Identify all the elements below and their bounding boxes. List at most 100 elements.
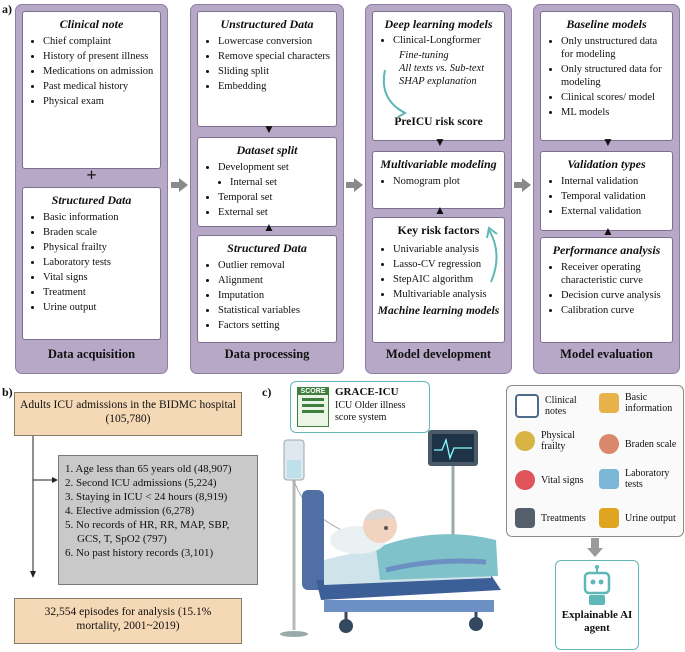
list-item: Calibration curve [561, 304, 672, 317]
score-sheet-icon: SCORE [297, 387, 329, 427]
list-item: Basic information [43, 211, 160, 224]
clipboard-icon [515, 394, 539, 418]
up-arrow: ▲ [434, 203, 446, 217]
list-item: Only unstructured data for modeling [561, 35, 672, 61]
list-item: External validation [561, 205, 672, 218]
list-item: Statistical variables [218, 304, 336, 317]
list-item: Vital signs [43, 271, 160, 284]
column-data-acquisition: Clinical note Chief complaint History of… [15, 4, 168, 374]
list-item: Alignment [218, 274, 336, 287]
column-data-processing: Unstructured Data Lowercase conversion R… [190, 4, 344, 374]
down-arrow: ▼ [602, 135, 614, 149]
structured-data-title: Structured Data [51, 193, 132, 207]
column-footer: Model development [385, 347, 492, 361]
deep-learning-box: Deep learning models Clinical-Longformer… [372, 11, 505, 141]
panel-b-label: b) [2, 385, 13, 399]
list-item: Urine output [43, 301, 160, 314]
list-item: Temporal validation [561, 190, 672, 203]
curved-arrow-icon [382, 69, 407, 118]
panel-a-label: a) [2, 2, 12, 16]
column-model-evaluation: Baseline models Only unstructured data f… [533, 4, 680, 374]
validation-types-box: Validation types Internal validation Tem… [540, 151, 673, 231]
list-item: Nomogram plot [393, 175, 504, 188]
grace-subtitle: ICU Older illness score system [335, 400, 406, 423]
flow-arrow-head [354, 178, 363, 192]
elderly-person-icon [515, 431, 535, 451]
list-item: Physical exam [43, 95, 160, 108]
list-item: Decision curve analysis [561, 289, 672, 302]
list-item: Receiver operating characteristic curve [561, 261, 672, 287]
list-item: Only structured data for modeling [561, 63, 672, 89]
list-item: Internal validation [561, 175, 672, 188]
list-item: Lasso-CV regression [393, 258, 504, 271]
unstructured-data-title: Unstructured Data [220, 17, 314, 31]
column-footer: Data acquisition [47, 347, 136, 361]
grace-title: GRACE-ICU [335, 386, 399, 398]
exclusion-item: 3. Staying in ICU < 24 hours (8,919) [65, 491, 228, 503]
score-tag: SCORE [298, 388, 328, 395]
list-item: Internal set [230, 176, 336, 189]
list-item: Physical frailty [43, 241, 160, 254]
legend-item: Vital signs [515, 470, 595, 490]
list-item: Remove special characters [218, 50, 336, 63]
performance-title: Performance analysis [552, 243, 661, 257]
list-item: Laboratory tests [43, 256, 160, 269]
flow-bottom-text: 32,554 episodes for analysis (15.1% mort… [44, 606, 212, 632]
flow-top-text: Adults ICU admissions in the BIDMC hospi… [20, 399, 236, 425]
legend-label: Basic information [625, 392, 673, 414]
flow-arrow-head [522, 178, 531, 192]
key-risk-factors-title: Key risk factors [397, 223, 480, 237]
down-arrow [591, 538, 599, 548]
list-item: Chief complaint [43, 35, 160, 48]
list-item: Clinical-Longformer [393, 34, 504, 47]
clinical-note-box: Clinical note Chief complaint History of… [22, 11, 161, 169]
legend-label: Urine output [625, 512, 676, 524]
unstructured-data-box: Unstructured Data Lowercase conversion R… [197, 11, 337, 127]
plus-sign: + [86, 165, 97, 185]
panel-c-label: c) [262, 385, 272, 399]
legend-label: Physical frailty [541, 430, 575, 452]
machine-learning-title: Machine learning models [377, 305, 500, 317]
deep-learning-title: Deep learning models [384, 17, 493, 31]
patient-icon [599, 434, 619, 454]
baseline-models-box: Baseline models Only unstructured data f… [540, 11, 673, 141]
robot-icon [583, 565, 611, 605]
list-item: Development set [218, 161, 336, 174]
ai-agent-card: Explainable AI agent [555, 560, 639, 650]
column-model-development: Deep learning models Clinical-Longformer… [365, 4, 512, 374]
list-item: Temporal set [218, 191, 336, 204]
list-item: Treatment [43, 286, 160, 299]
structured-data-box: Structured Data Basic information Braden… [22, 187, 161, 340]
list-item: Past medical history [43, 80, 160, 93]
legend-item: Physical frailty [515, 430, 595, 452]
ai-agent-label: Explainable AI agent [561, 609, 633, 634]
down-arrow-head [587, 548, 603, 557]
dataset-split-title: Dataset split [236, 143, 298, 157]
exclusion-box: 1. Age less than 65 years old (48,907) 2… [58, 455, 258, 585]
legend-label: Braden scale [625, 438, 677, 450]
flow-arrow-head [179, 178, 188, 192]
flow-bottom-box: 32,554 episodes for analysis (15.1% mort… [14, 598, 242, 644]
flow-arrow [514, 182, 523, 188]
legend-label: Clinical notes [545, 395, 577, 417]
preicu-risk-score: PreICU risk score [394, 116, 483, 128]
id-card-icon [599, 393, 619, 413]
down-arrow: ▼ [434, 135, 446, 149]
list-item: Embedding [218, 80, 336, 93]
list-item: StepAIC algorithm [393, 273, 504, 286]
exclusion-item: 2. Second ICU admissions (5,224) [65, 477, 217, 489]
robot-arm-icon [515, 508, 535, 528]
up-arrow: ▲ [602, 224, 614, 238]
grace-icu-card: SCORE GRACE-ICU ICU Older illness score … [290, 381, 430, 433]
exclusion-item: 5. No records of HR, RR, MAP, SBP, GCS, … [65, 519, 230, 545]
list-item: Outlier removal [218, 259, 336, 272]
multivariable-modeling-box: Multivariable modeling Nomogram plot [372, 151, 505, 209]
test-tube-icon [599, 469, 619, 489]
list-item: ML models [561, 106, 672, 119]
multivariable-title: Multivariable modeling [380, 157, 497, 171]
legend-item: Basic information [599, 392, 679, 414]
flow-arrow [346, 182, 355, 188]
clinical-note-title: Clinical note [59, 17, 124, 31]
legend-item: Laboratory tests [599, 468, 679, 490]
legend-item: Treatments [515, 508, 595, 528]
